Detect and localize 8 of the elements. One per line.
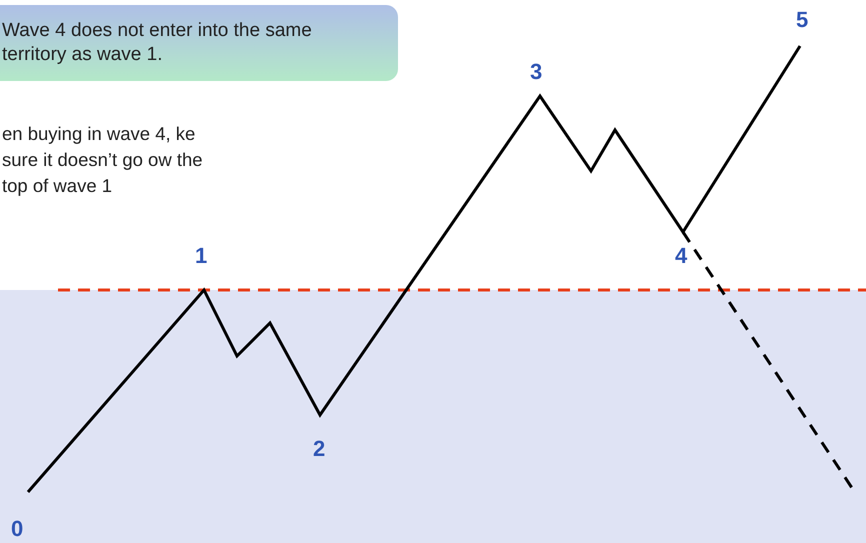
wave-number: 0: [11, 517, 24, 541]
wave-number: 1: [195, 244, 208, 268]
callout-box: Wave 4 does not enter into the same territory as wave 1.: [0, 5, 398, 81]
wave-number: 2: [313, 437, 326, 461]
wave-number: 5: [796, 8, 808, 32]
note-text: en buying in wave 4, ke sure it doesn’t go ow the top of wave 1: [2, 122, 204, 198]
wave-number: 4: [675, 244, 688, 268]
wave-number: 3: [530, 60, 542, 84]
